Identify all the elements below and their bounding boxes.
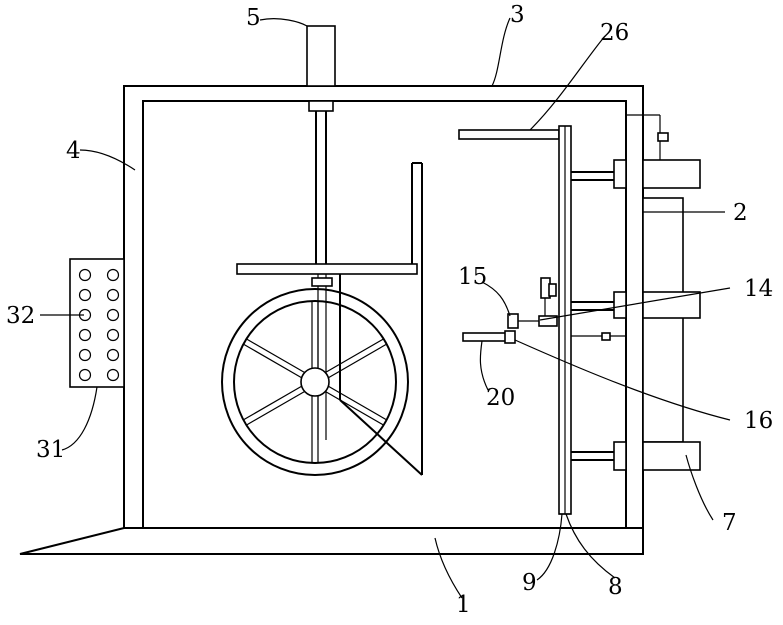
wheel: [222, 289, 408, 475]
label-31: 31: [36, 437, 65, 463]
top-motor: [307, 26, 335, 265]
label-5: 5: [246, 5, 261, 31]
wheel-spoke: [246, 392, 304, 426]
label-1: 1: [456, 592, 471, 618]
label-4: 4: [66, 138, 81, 164]
wheel-spoke: [326, 339, 384, 373]
label-8: 8: [608, 574, 623, 600]
label-20: 20: [486, 385, 515, 411]
label-7: 7: [722, 510, 737, 536]
wheel-spoke: [326, 392, 384, 426]
label-15: 15: [458, 264, 487, 290]
label-9: 9: [522, 570, 537, 596]
wheel-spoke: [243, 344, 301, 378]
label-26: 26: [600, 20, 629, 46]
label-14: 14: [744, 276, 773, 302]
base-plate: [20, 528, 643, 554]
wheel-spoke: [329, 344, 387, 378]
label-2: 2: [733, 200, 748, 226]
wheel-spoke: [246, 339, 304, 373]
label-16: 16: [744, 408, 773, 434]
wheel-spoke: [243, 386, 301, 420]
right-assembly: [459, 115, 700, 514]
label-32: 32: [6, 303, 35, 329]
side-panel: [70, 259, 124, 387]
label-3: 3: [510, 2, 525, 28]
